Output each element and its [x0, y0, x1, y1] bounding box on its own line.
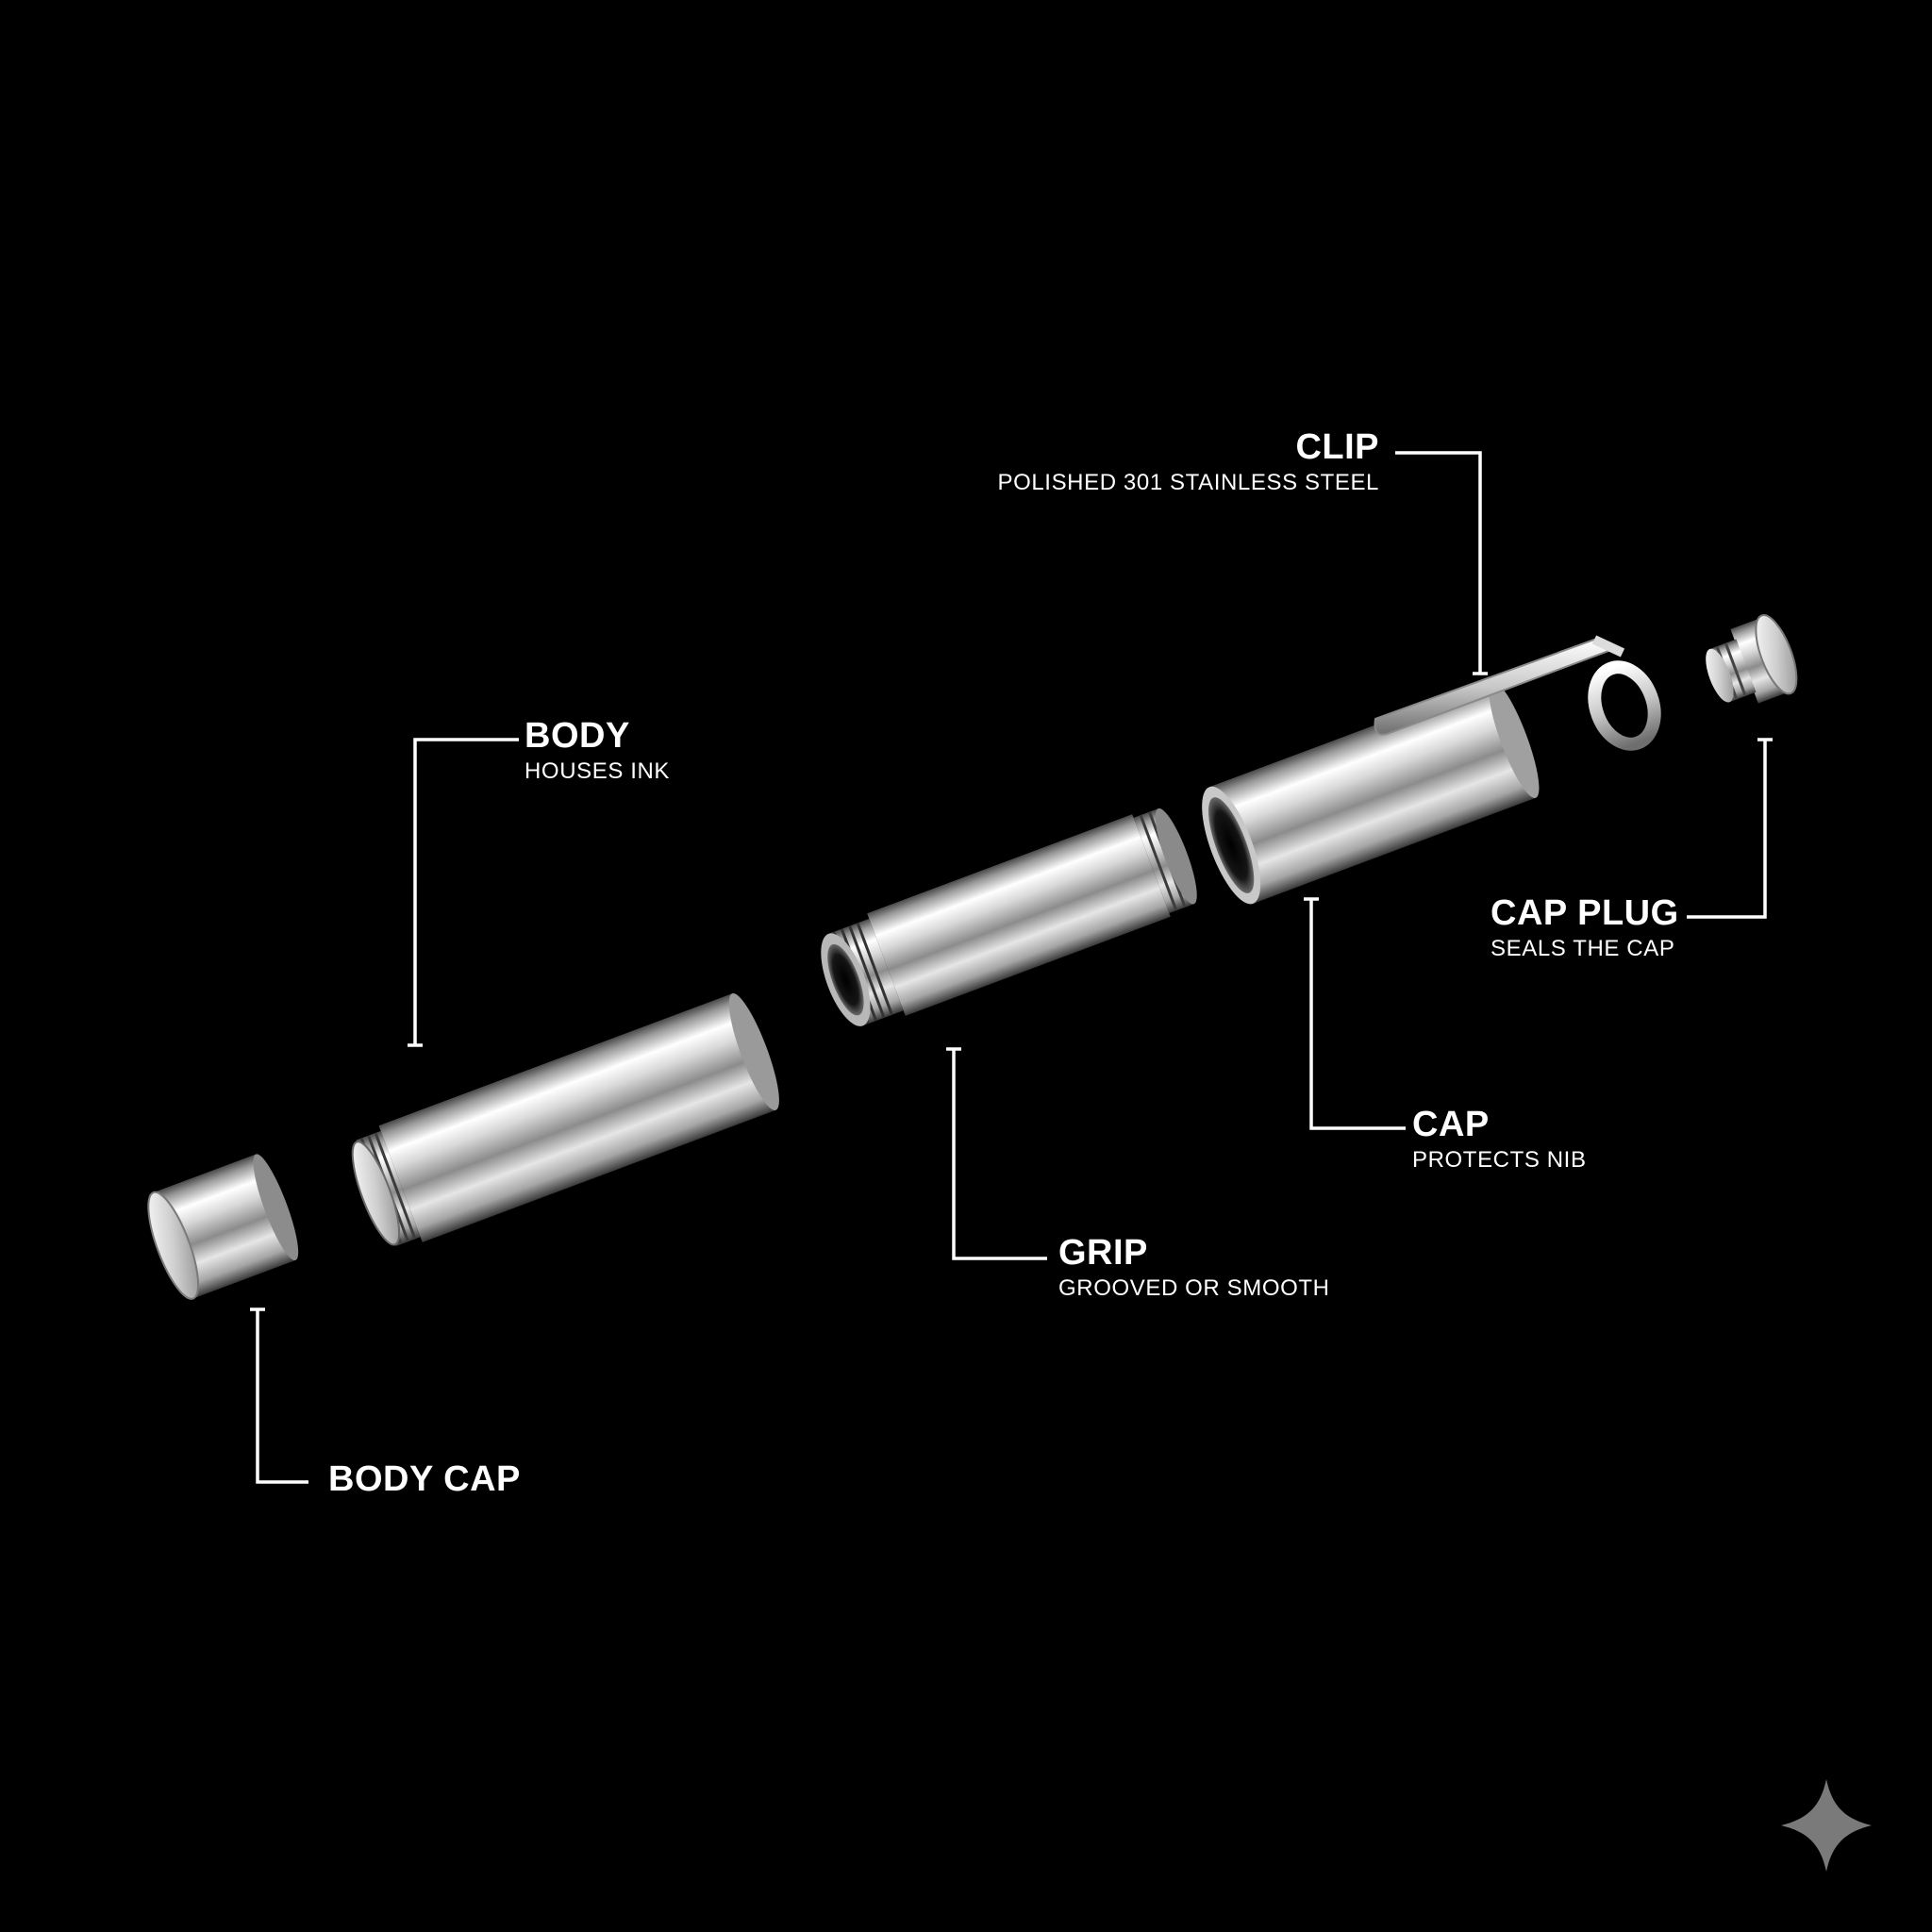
clip-part: [1374, 635, 1661, 751]
grip-part: [821, 808, 1197, 1026]
body-subtitle: HOUSES INK: [525, 758, 671, 784]
grip-leader: [952, 1049, 1047, 1260]
grip-subtitle: GROOVED OR SMOOTH: [1058, 1275, 1330, 1301]
body-cap-leader: [256, 1309, 308, 1484]
sparkle-icon: [1781, 1779, 1872, 1872]
leader-lines: [250, 451, 1773, 1484]
cap-title: CAP: [1412, 1105, 1490, 1144]
cap-plug-leader: [1687, 740, 1767, 919]
body-cap-label: BODY CAP: [328, 1458, 521, 1500]
clip-label: CLIP POLISHED 301 STAINLESS STEEL: [997, 426, 1379, 498]
cap-plug-label: CAP PLUG SEALS THE CAP: [1491, 892, 1679, 964]
clip-subtitle: POLISHED 301 STAINLESS STEEL: [997, 470, 1379, 495]
cap-label: CAP PROTECTS NIB: [1412, 1104, 1587, 1175]
cap-part: [1202, 680, 1540, 905]
cap-subtitle: PROTECTS NIB: [1412, 1147, 1587, 1173]
cap-leader: [1309, 899, 1406, 1130]
cap-plug-title: CAP PLUG: [1491, 893, 1679, 933]
body-title: BODY: [525, 716, 630, 756]
cap-plug-part: [1706, 614, 1798, 704]
body-cap-title: BODY CAP: [328, 1459, 521, 1499]
body-leader: [413, 738, 519, 1045]
cap-plug-subtitle: SEALS THE CAP: [1491, 936, 1675, 961]
body-cap-part: [147, 1154, 299, 1300]
clip-leader: [1395, 451, 1482, 674]
body-part: [351, 992, 779, 1247]
grip-label: GRIP GROOVED OR SMOOTH: [1058, 1232, 1330, 1304]
clip-title: CLIP: [1295, 427, 1379, 467]
body-label: BODY HOUSES INK: [525, 715, 670, 787]
grip-title: GRIP: [1058, 1233, 1148, 1273]
